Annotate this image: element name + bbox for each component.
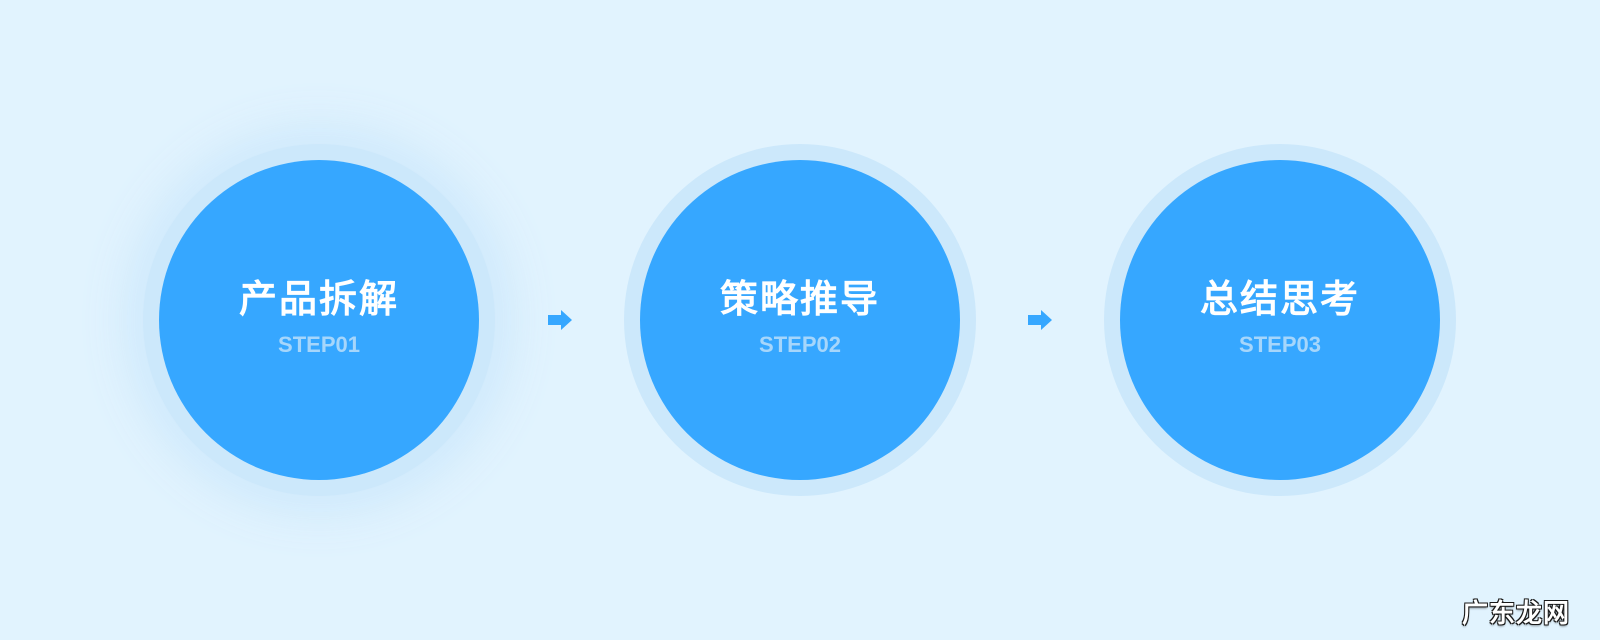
step-1-title: 产品拆解 — [238, 277, 399, 321]
step-2-title: 策略推导 — [719, 277, 880, 321]
right-arrow-icon — [1028, 310, 1052, 330]
step-1-label: STEP01 — [278, 332, 360, 357]
step-2-label: STEP02 — [759, 332, 841, 357]
step-circle-1: 产品拆解 STEP01 — [143, 144, 495, 496]
step-circle-2-fill: 策略推导 STEP02 — [640, 160, 960, 480]
right-arrow-icon — [548, 310, 572, 330]
watermark-logo: 广东龙网 — [1461, 599, 1570, 629]
step-3-label: STEP03 — [1239, 332, 1321, 357]
step-circle-1-fill: 产品拆解 STEP01 — [159, 160, 479, 480]
step-circle-3-fill: 总结思考 STEP03 — [1120, 160, 1440, 480]
step-3-title: 总结思考 — [1199, 277, 1360, 321]
step-circle-2: 策略推导 STEP02 — [624, 144, 976, 496]
step-circle-3: 总结思考 STEP03 — [1104, 144, 1456, 496]
